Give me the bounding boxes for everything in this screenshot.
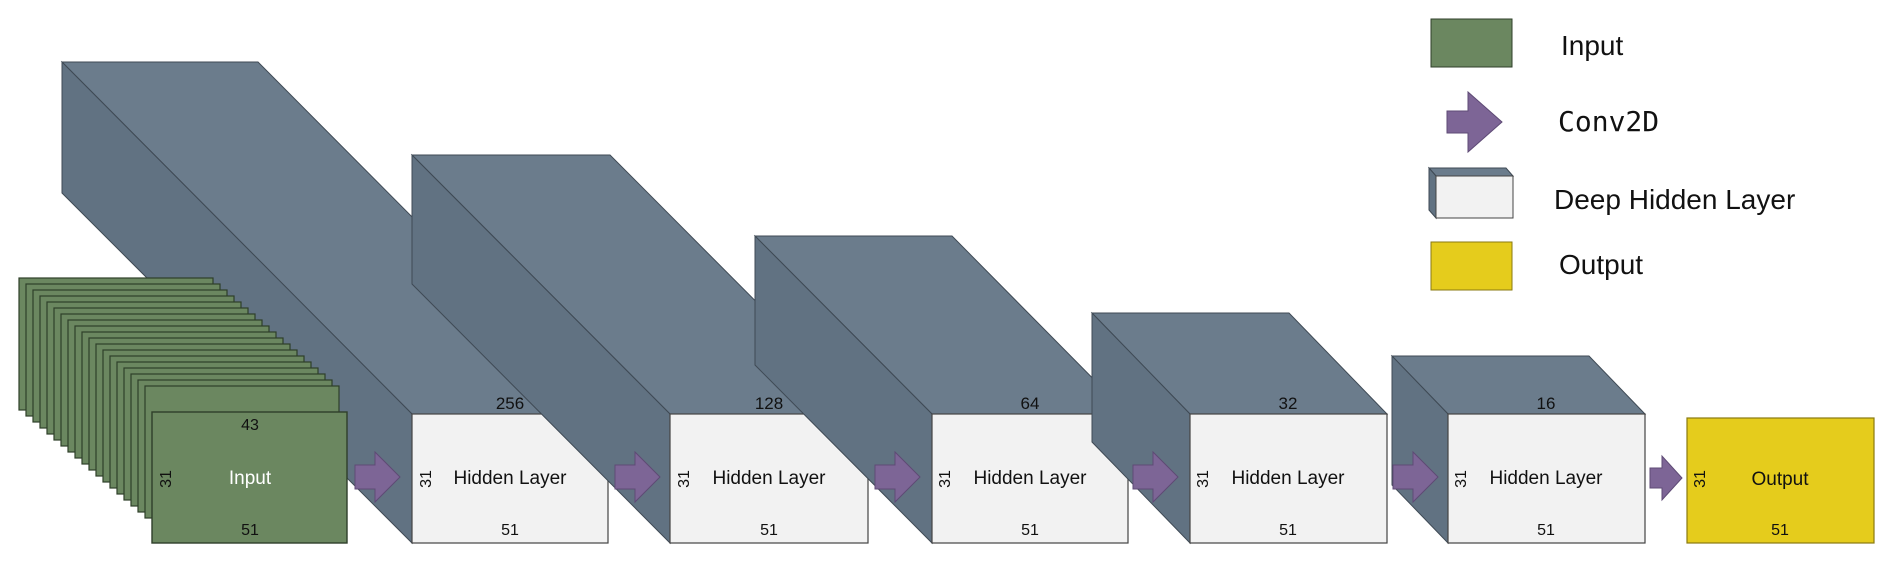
legend-hidden-swatch <box>1427 166 1515 220</box>
layer-2-channels: 128 <box>755 394 783 413</box>
input-height-label: 31 <box>158 470 175 488</box>
hidden-layer-4: 32 Hidden Layer 51 31 <box>1090 311 1389 545</box>
input-front-map <box>151 411 348 544</box>
layer-1-channels: 256 <box>496 394 524 413</box>
conv2d-arrow-icon <box>1132 450 1179 504</box>
legend-conv-label: Conv2D <box>1558 105 1659 138</box>
layer-4-channels: 32 <box>1279 394 1298 413</box>
layer-2-depth: 51 <box>760 522 778 539</box>
input-stack: 43 Input 51 31 <box>18 277 348 544</box>
legend-output-swatch <box>1430 241 1513 291</box>
layer-3-depth: 51 <box>1021 522 1039 539</box>
conv2d-arrow-icon <box>354 450 401 504</box>
layer-5-channels: 16 <box>1537 394 1556 413</box>
legend: Input Conv2D Deep Hidden Layer Output <box>1427 18 1795 291</box>
layer-5-label: Hidden Layer <box>1489 468 1603 489</box>
layer-5-depth: 51 <box>1537 522 1555 539</box>
legend-input-swatch <box>1430 18 1513 68</box>
layer-4-front-face <box>1189 413 1388 544</box>
output-block: Output 51 31 <box>1686 417 1875 544</box>
output-depth-label: 51 <box>1771 522 1789 539</box>
output-height-label: 31 <box>1692 470 1709 488</box>
layer-1-depth: 51 <box>501 522 519 539</box>
layer-3-label: Hidden Layer <box>973 468 1087 489</box>
conv2d-arrow-icon <box>874 450 921 504</box>
legend-input-label: Input <box>1561 30 1623 61</box>
hidden-layer-5: 16 Hidden Layer 51 31 <box>1390 354 1647 545</box>
input-width-label: 43 <box>241 417 259 434</box>
input-depth-label: 51 <box>241 522 259 539</box>
layer-4-depth: 51 <box>1279 522 1297 539</box>
layer-2-height: 31 <box>676 470 693 488</box>
output-face <box>1686 417 1875 544</box>
conv2d-arrow-icon <box>1649 454 1683 502</box>
layer-3-channels: 64 <box>1021 394 1040 413</box>
layer-1-label: Hidden Layer <box>453 468 567 489</box>
input-label: Input <box>229 468 272 489</box>
output-label: Output <box>1751 469 1809 490</box>
layer-4-height: 31 <box>1195 470 1212 488</box>
conv2d-arrow-icon <box>614 450 661 504</box>
hidden-layer-2: 128 Hidden Layer 51 31 <box>410 153 870 545</box>
layer-5-height: 31 <box>1453 470 1470 488</box>
layer-2-label: Hidden Layer <box>712 468 826 489</box>
legend-hidden-label: Deep Hidden Layer <box>1554 184 1795 215</box>
legend-output-label: Output <box>1559 249 1643 280</box>
layer-5-front-face <box>1447 413 1646 544</box>
layer-3-height: 31 <box>937 470 954 488</box>
legend-conv-arrow-icon <box>1446 90 1503 154</box>
conv2d-arrow-icon <box>1392 450 1439 504</box>
layer-4-label: Hidden Layer <box>1231 468 1345 489</box>
layer-1-height: 31 <box>418 470 435 488</box>
